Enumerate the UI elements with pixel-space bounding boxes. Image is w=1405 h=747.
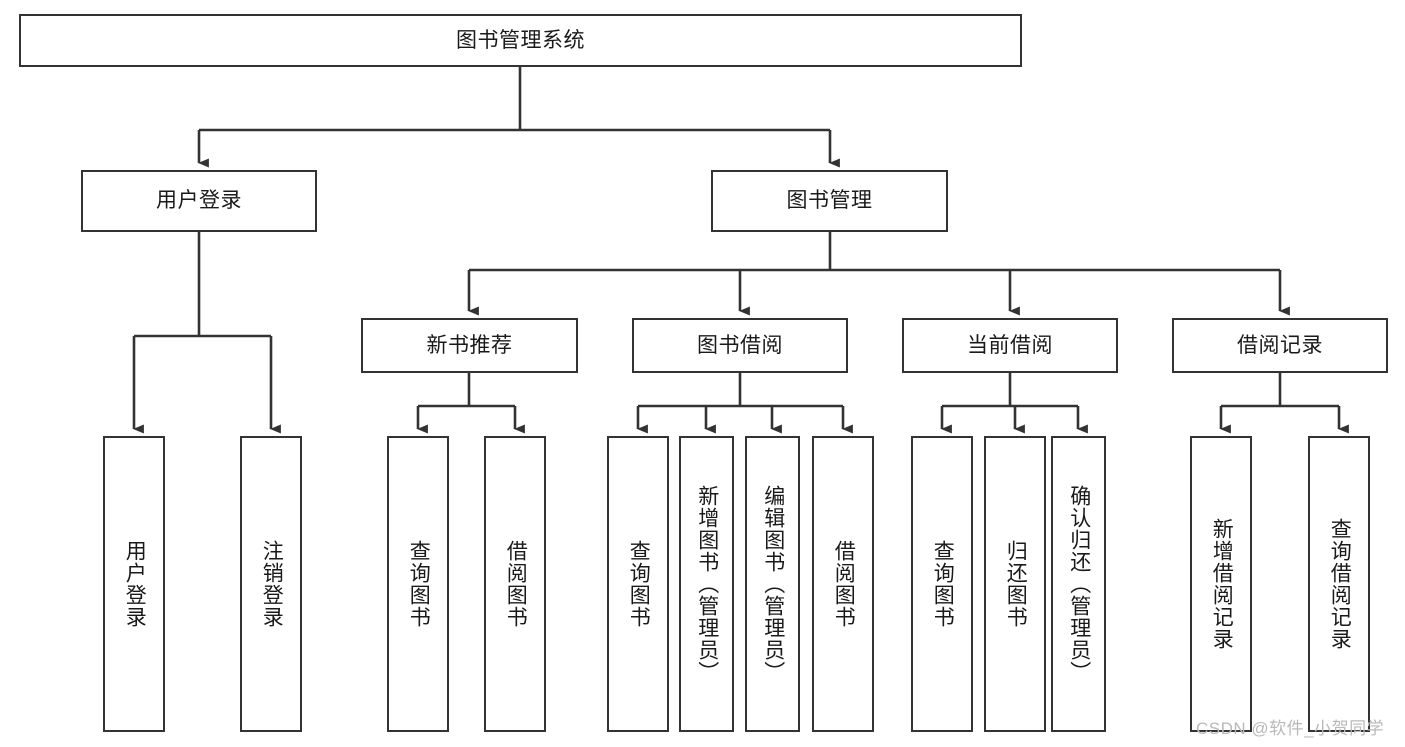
node-book-borrow-label: 图书借阅 bbox=[697, 333, 783, 357]
node-leaf-edit-book-label: 编辑图书（管理员） bbox=[761, 485, 785, 683]
node-leaf-query-record[interactable]: 查询借阅记录 bbox=[1308, 436, 1370, 732]
node-root-label: 图书管理系统 bbox=[456, 28, 585, 52]
node-leaf-logout-label: 注销登录 bbox=[260, 540, 284, 628]
node-user-login-label: 用户登录 bbox=[156, 189, 242, 213]
node-leaf-add-book-label: 新增图书（管理员） bbox=[695, 485, 719, 683]
node-leaf-borrow-book-2-label: 借阅图书 bbox=[832, 540, 856, 628]
node-leaf-borrow-book-1-label: 借阅图书 bbox=[504, 540, 528, 628]
node-leaf-add-book[interactable]: 新增图书（管理员） bbox=[679, 436, 734, 732]
node-leaf-query-book-3-label: 查询图书 bbox=[931, 540, 955, 628]
node-leaf-query-record-label: 查询借阅记录 bbox=[1328, 518, 1352, 650]
node-leaf-query-book-2[interactable]: 查询图书 bbox=[607, 436, 669, 732]
node-leaf-borrow-book-2[interactable]: 借阅图书 bbox=[812, 436, 874, 732]
node-leaf-user-login-label: 用户登录 bbox=[123, 540, 147, 628]
node-root[interactable]: 图书管理系统 bbox=[19, 14, 1022, 67]
node-leaf-borrow-book-1[interactable]: 借阅图书 bbox=[484, 436, 546, 732]
node-leaf-logout[interactable]: 注销登录 bbox=[240, 436, 302, 732]
node-leaf-confirm-return[interactable]: 确认归还（管理员） bbox=[1051, 436, 1106, 732]
node-new-book-rec[interactable]: 新书推荐 bbox=[361, 318, 578, 373]
node-user-login[interactable]: 用户登录 bbox=[81, 170, 317, 232]
node-new-book-rec-label: 新书推荐 bbox=[426, 333, 513, 357]
node-leaf-return-book-label: 归还图书 bbox=[1004, 540, 1028, 628]
node-current-borrow[interactable]: 当前借阅 bbox=[902, 318, 1118, 373]
node-leaf-query-book-3[interactable]: 查询图书 bbox=[911, 436, 973, 732]
node-leaf-query-book-1[interactable]: 查询图书 bbox=[387, 436, 449, 732]
node-leaf-confirm-return-label: 确认归还（管理员） bbox=[1067, 485, 1091, 683]
node-borrow-record-label: 借阅记录 bbox=[1237, 333, 1323, 357]
csdn-watermark: CSDN @软件_小贺同学 bbox=[1196, 719, 1385, 738]
node-leaf-edit-book[interactable]: 编辑图书（管理员） bbox=[745, 436, 800, 732]
node-leaf-query-book-1-label: 查询图书 bbox=[407, 540, 431, 628]
node-book-manage[interactable]: 图书管理 bbox=[711, 170, 948, 232]
node-current-borrow-label: 当前借阅 bbox=[967, 333, 1053, 357]
node-leaf-add-record-label: 新增借阅记录 bbox=[1210, 518, 1234, 650]
node-book-manage-label: 图书管理 bbox=[786, 189, 873, 213]
node-leaf-add-record[interactable]: 新增借阅记录 bbox=[1190, 436, 1252, 732]
node-leaf-user-login[interactable]: 用户登录 bbox=[103, 436, 165, 732]
node-leaf-return-book[interactable]: 归还图书 bbox=[984, 436, 1046, 732]
node-borrow-record[interactable]: 借阅记录 bbox=[1172, 318, 1388, 373]
node-leaf-query-book-2-label: 查询图书 bbox=[627, 540, 651, 628]
node-book-borrow[interactable]: 图书借阅 bbox=[632, 318, 848, 373]
